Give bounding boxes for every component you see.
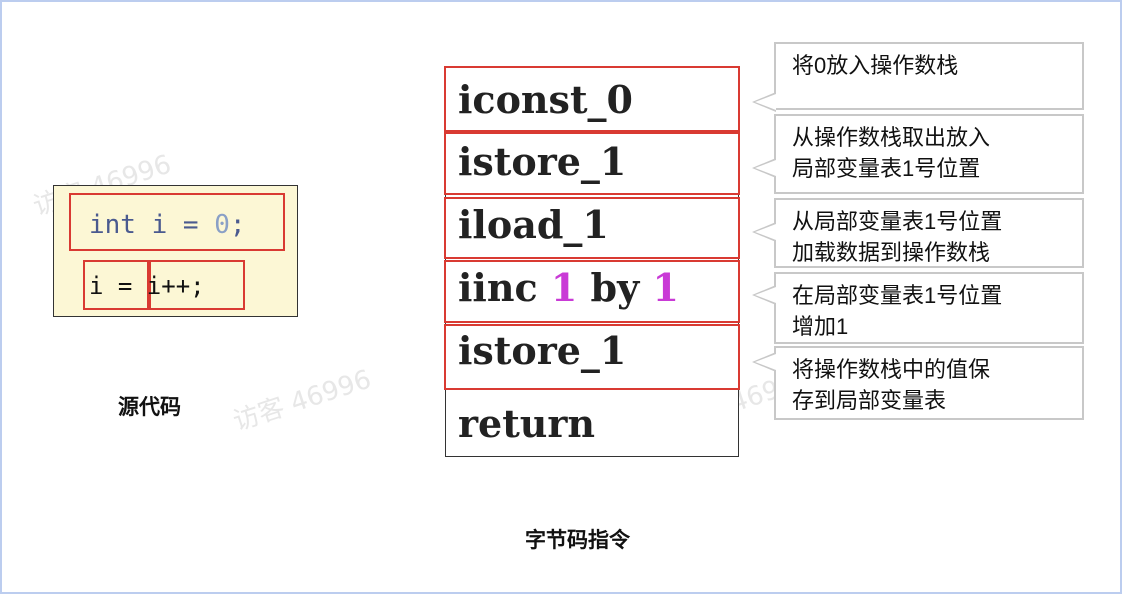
bytecode-row-iconst-0: iconst_0	[445, 67, 739, 130]
code-line2-lhs: i =	[89, 272, 147, 300]
highlight-istore-1-second	[444, 324, 740, 390]
bytecode-row-iload-1: iload_1	[445, 193, 739, 256]
iinc-amount: 1	[652, 265, 679, 310]
callout-iinc: 在局部变量表1号位置 增加1	[774, 272, 1084, 344]
highlight-line2-lhs	[83, 260, 149, 310]
callout-pointer	[752, 222, 776, 242]
callout-istore-1: 从操作数栈取出放入 局部变量表1号位置	[774, 114, 1084, 194]
bytecode-row-istore-1: istore_1	[445, 130, 739, 193]
code-line1-prefix: int i =	[89, 210, 215, 240]
iinc-op: iinc	[458, 265, 551, 310]
callout-istore-1-second: 将操作数栈中的值保 存到局部变量表	[774, 346, 1084, 420]
bytecode-row-istore-1-second: istore_1	[445, 319, 739, 382]
code-line2-rhs: i++;	[146, 272, 205, 300]
callout-pointer	[752, 352, 776, 372]
callout-text: 将0放入操作数栈	[792, 53, 959, 78]
highlight-iinc	[444, 260, 740, 323]
callout-text: 局部变量表1号位置	[792, 156, 981, 181]
bytecode-row-return: return	[445, 382, 739, 457]
iinc-index: 1	[550, 265, 578, 310]
callout-pointer	[752, 158, 776, 178]
callout-text: 从局部变量表1号位置	[792, 209, 1003, 234]
code-line1-zero: 0	[214, 210, 230, 240]
bytecode-row-iinc: iinc 1 by 1	[445, 256, 739, 319]
callout-text: 存到局部变量表	[792, 388, 947, 413]
highlight-iload-1	[444, 197, 740, 259]
iinc-by: by	[577, 265, 653, 310]
callout-text: 在局部变量表1号位置	[792, 283, 1003, 308]
highlight-line2-rhs	[149, 260, 245, 310]
highlight-istore-1	[444, 132, 740, 195]
highlight-line1	[69, 193, 285, 251]
source-code-panel: int i = 0; i = i++;	[53, 185, 298, 317]
callout-text: 增加1	[792, 314, 849, 339]
code-line1-suffix: ;	[229, 210, 246, 240]
callout-pointer	[752, 92, 776, 112]
callout-iconst-0: 将0放入操作数栈	[774, 42, 1084, 110]
code-line1: int i = 0;	[89, 210, 246, 240]
callout-text: 加载数据到操作数栈	[792, 240, 991, 265]
callout-iload-1: 从局部变量表1号位置 加载数据到操作数栈	[774, 198, 1084, 268]
source-caption: 源代码	[118, 395, 181, 419]
bytecode-caption: 字节码指令	[525, 528, 630, 552]
callout-pointer	[752, 285, 776, 305]
callout-text: 从操作数栈取出放入	[792, 125, 991, 150]
callout-text: 将操作数栈中的值保	[792, 357, 991, 382]
highlight-iconst-0	[444, 66, 740, 132]
code-line2: i = i++;	[89, 272, 205, 300]
